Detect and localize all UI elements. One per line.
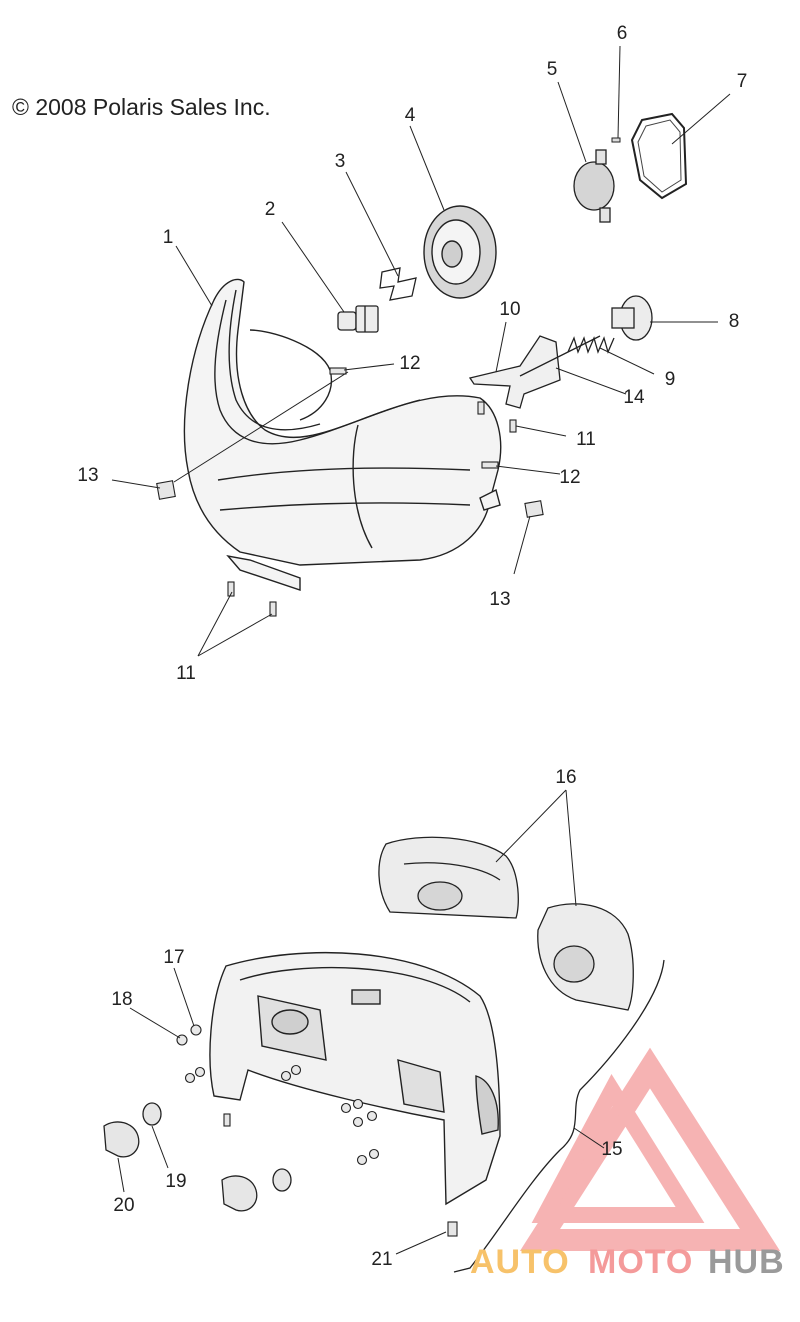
callout-c13a: 13: [77, 465, 99, 486]
watermark-text-hub: HUB: [708, 1243, 785, 1281]
callout-c3: 3: [334, 151, 346, 172]
callout-c11a: 11: [576, 429, 596, 450]
callout-c10: 10: [499, 299, 521, 320]
callout-c2: 2: [264, 199, 276, 220]
spring-clip: [379, 267, 417, 301]
callout-c8: 8: [728, 311, 740, 332]
callout-c12a: 12: [399, 353, 421, 374]
callout-c11b: 11: [176, 663, 196, 684]
callout-c4: 4: [404, 105, 416, 126]
headlight-housing: [183, 278, 502, 591]
callout-c21: 21: [371, 1249, 393, 1270]
callout-c7: 7: [736, 71, 748, 92]
leader-lines: [111, 45, 731, 1255]
fasteners: [156, 367, 544, 617]
callout-c14: 14: [623, 387, 645, 408]
watermark-text-auto: AUTO: [470, 1243, 570, 1281]
copyright-notice: © 2008 Polaris Sales Inc.: [12, 94, 271, 120]
callout-c19: 19: [165, 1171, 187, 1192]
callout-c12b: 12: [559, 467, 581, 488]
headlight-unit-right: [537, 903, 634, 1011]
wire-harness: [453, 959, 665, 1273]
nuts: [176, 1024, 380, 1166]
spring: [567, 336, 615, 354]
callout-c13b: 13: [489, 589, 511, 610]
pin: [611, 137, 621, 143]
callout-c15: 15: [601, 1139, 623, 1160]
adjuster-bracket: [468, 335, 601, 409]
callout-c6: 6: [616, 23, 628, 44]
callout-c1: 1: [162, 227, 174, 248]
lamp-socket: [573, 149, 615, 223]
callout-c9: 9: [664, 369, 676, 390]
adjuster-knob: [611, 295, 653, 341]
callout-c17: 17: [163, 947, 185, 968]
gasket: [630, 112, 688, 200]
callout-c16: 16: [555, 767, 577, 788]
reflector: [423, 205, 497, 299]
callout-c18: 18: [111, 989, 133, 1010]
lower-housing: [209, 952, 501, 1206]
bulb-socket: [103, 1102, 292, 1212]
headlight-unit-left: [378, 836, 519, 919]
fasteners-bottom: [223, 1113, 458, 1237]
watermark-text-moto: MOTO: [588, 1243, 694, 1281]
bulb: [337, 305, 379, 333]
watermark-logo: [519, 1047, 781, 1251]
callout-c5: 5: [546, 59, 558, 80]
callout-c20: 20: [113, 1195, 135, 1216]
